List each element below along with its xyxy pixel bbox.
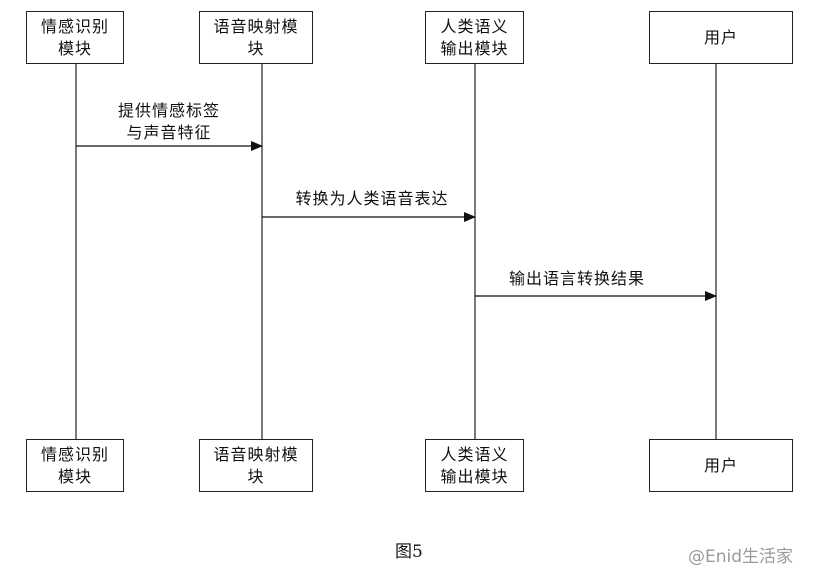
participant-box-top-user: 用户 [649,11,793,64]
participant-label: 情感识别 模块 [40,16,109,58]
participant-box-bottom-voice: 语音映射模 块 [199,439,313,492]
participant-label: 人类语义 输出模块 [440,16,509,58]
participant-label: 情感识别 模块 [40,444,109,486]
message-label-3: 输出语言转换结果 [508,269,645,288]
figure-caption: 图5 [395,542,423,562]
participant-label: 用户 [703,455,738,475]
participant-box-top-semantic: 人类语义 输出模块 [425,11,524,64]
watermark: @Enid生活家 [688,547,794,567]
participant-box-bottom-emotion: 情感识别 模块 [26,439,124,492]
participant-label: 用户 [703,27,738,47]
participant-box-bottom-semantic: 人类语义 输出模块 [425,439,524,492]
participant-box-top-voice: 语音映射模 块 [199,11,313,64]
message-label-1: 提供情感标签 与声音特征 [117,101,220,142]
participant-box-top-emotion: 情感识别 模块 [26,11,124,64]
participant-label: 人类语义 输出模块 [440,444,509,486]
participant-label: 语音映射模 块 [213,444,299,486]
participant-label: 语音映射模 块 [213,16,299,58]
message-label-2: 转换为人类语音表达 [295,189,449,208]
participant-box-bottom-user: 用户 [649,439,793,492]
